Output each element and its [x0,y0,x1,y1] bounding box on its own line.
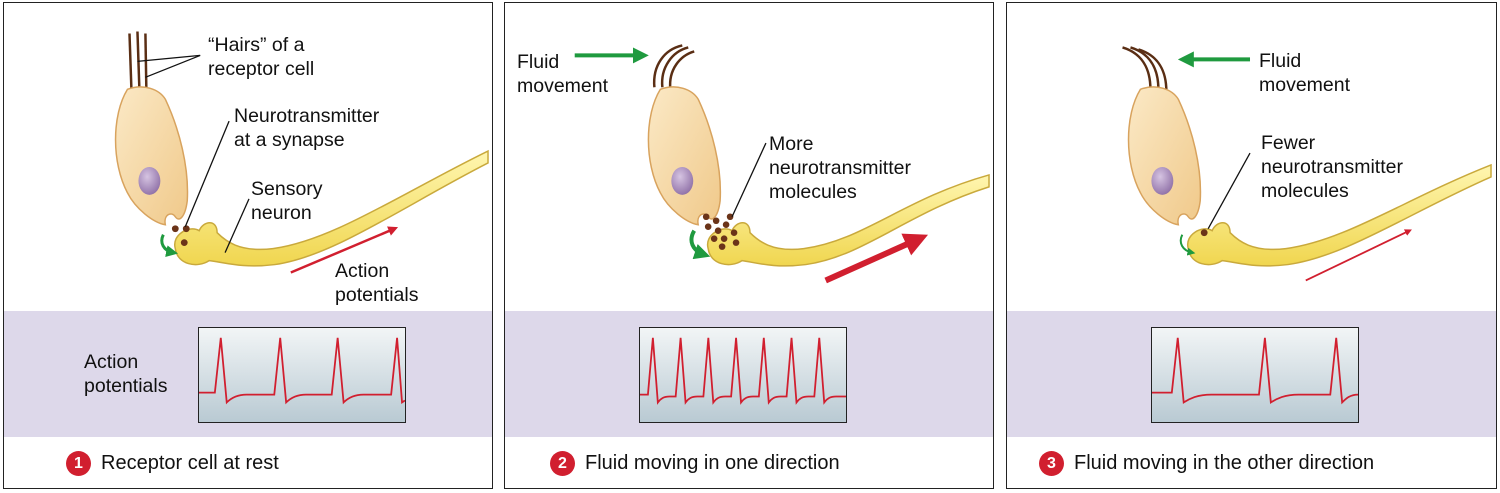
spike-trace [199,337,405,405]
step-text-2: Fluid moving in one direction [585,452,840,474]
spike-trace [640,337,846,405]
green-curl-arrow [160,234,178,258]
receptor-cell-body [647,86,722,226]
green-curl-arrow [689,229,711,260]
receptor-cell-body [1127,86,1202,226]
step-caption-3: 3 Fluid moving in the other direction [1039,451,1374,476]
neurotransmitter-molecules [1200,229,1208,237]
neuron-body [1186,163,1492,267]
step-text-3: Fluid moving in the other direction [1074,452,1375,474]
step-text-1: Receptor cell at rest [101,452,279,474]
spike-trace [1152,337,1358,405]
oscilloscope-trace-3 [1151,327,1359,423]
receptor-cell-illustration-3 [1122,46,1492,282]
nucleus [138,166,161,195]
nucleus [671,166,694,195]
receptor-hairs-bent-left [1122,46,1168,92]
neurotransmitter-molecules [171,225,190,247]
neuron-body [706,173,990,267]
action-potential-arrow [824,233,929,284]
receptor-hairs [128,31,148,94]
receptor-cell-body [114,86,189,226]
nucleus [1151,166,1174,195]
green-curl-arrow [1179,234,1196,256]
step-caption-2: 2 Fluid moving in one direction [550,451,840,476]
receptor-cell-illustration-2 [574,44,990,284]
oscilloscope-trace-2 [639,327,847,423]
neuron-body [174,149,489,267]
step-badge-2: 2 [550,451,575,476]
leader-lines [137,54,250,253]
oscilloscope-trace-1 [198,327,406,423]
action-potential-arrow [290,226,399,274]
leader-line [1207,152,1251,230]
step-badge-1: 1 [66,451,91,476]
receptor-cell-illustration-1 [114,31,489,274]
step-badge-3: 3 [1039,451,1064,476]
receptor-hairs-bent-right [653,44,695,90]
neurotransmitter-molecules [702,213,740,250]
action-potential-arrow [1305,229,1412,282]
step-caption-1: 1 Receptor cell at rest [66,451,279,476]
leader-line [731,142,767,218]
